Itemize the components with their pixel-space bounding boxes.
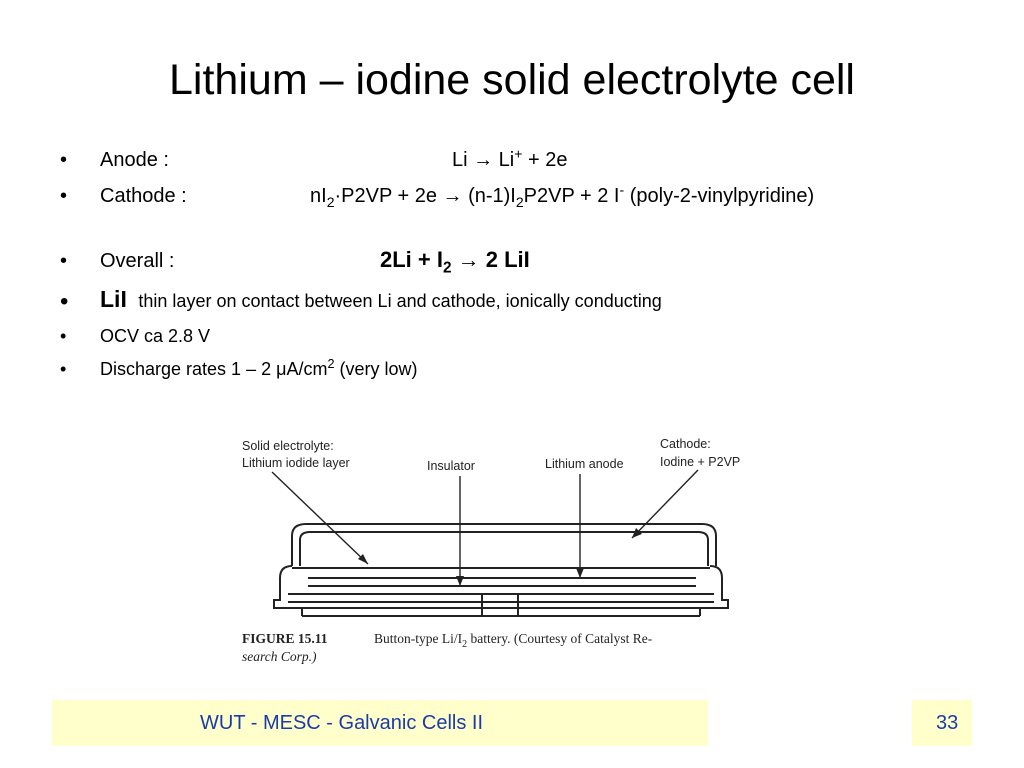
lii-text: thin layer on contact between Li and cat…	[138, 291, 662, 311]
bullet-dot: •	[60, 288, 69, 315]
bullet-dot: •	[60, 149, 68, 171]
caption-line2: search Corp.)	[242, 649, 317, 664]
bullet-anode: •	[60, 148, 67, 172]
bullet-lii: •	[60, 290, 68, 314]
cathode-equation: nI2·P2VP + 2e → (n-1)I2P2VP + 2 I- (poly…	[310, 181, 815, 210]
arrowhead-anode	[576, 568, 584, 578]
bullet-overall: •	[60, 249, 67, 273]
caption-text: Button-type Li/I2 battery. (Courtesy of …	[374, 631, 653, 650]
footer-title-box: WUT - MESC - Galvanic Cells II	[52, 700, 708, 746]
cathode-label: Cathode :	[100, 185, 187, 207]
anode-label: Anode :	[100, 149, 169, 171]
ocv-text: OCV ca 2.8 V	[100, 326, 211, 346]
bullet-dot: •	[60, 359, 67, 379]
discharge-text: Discharge rates 1 – 2 μA/cm2 (very low)	[100, 357, 418, 379]
label-iodine: Iodine + P2VP	[660, 455, 740, 469]
footer-page-box: 33	[912, 700, 972, 746]
anode-equation: Li → Li+ + 2e	[452, 145, 568, 171]
label-lithium-anode: Lithium anode	[545, 457, 624, 471]
footer-title: WUT - MESC - Galvanic Cells II	[200, 712, 483, 734]
label-lithium-iodide: Lithium iodide layer	[242, 456, 350, 470]
arrowhead-electrolyte	[358, 554, 368, 564]
bullet-cathode: •	[60, 184, 67, 208]
bullet-dot: •	[60, 185, 68, 207]
label-cathode: Cathode:	[660, 437, 711, 451]
pointer-cathode	[631, 469, 699, 539]
bullet-ocv: •	[60, 324, 66, 348]
label-solid-electrolyte: Solid electrolyte:	[242, 439, 334, 453]
pointer-electrolyte	[271, 471, 369, 565]
bullet-dot: •	[60, 250, 68, 272]
label-insulator: Insulator	[427, 459, 475, 473]
battery-body	[273, 523, 729, 617]
lii-term: LiI	[100, 286, 127, 312]
battery-diagram: Solid electrolyte: Lithium iodide layer …	[242, 437, 740, 664]
caption-number: FIGURE 15.11	[242, 631, 328, 646]
overall-equation: 2Li + I2 → 2 LiI	[380, 247, 530, 277]
bullet-discharge: •	[60, 357, 66, 381]
lii-line: LiI thin layer on contact between Li and…	[100, 287, 662, 313]
bullet-dot: •	[60, 326, 67, 346]
slide-title: Lithium – iodine solid electrolyte cell	[169, 56, 855, 104]
overall-label: Overall :	[100, 250, 175, 272]
page-number: 33	[936, 712, 959, 734]
